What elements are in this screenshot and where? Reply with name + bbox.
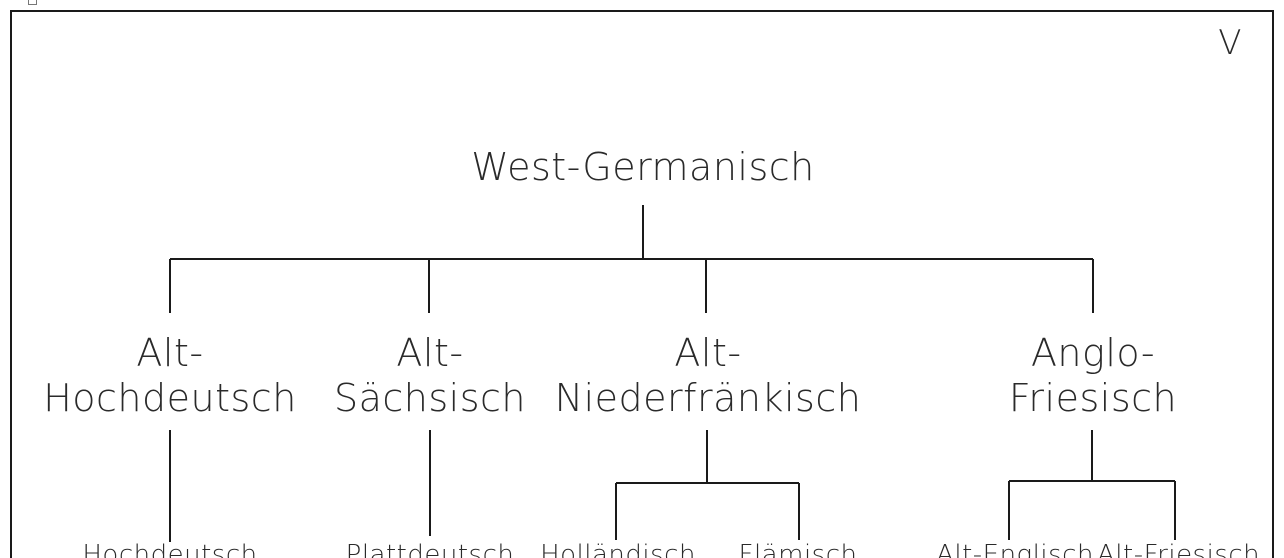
branch-node-alt-hochdeutsch: Alt- Hochdeutsch <box>20 331 320 421</box>
branch-node-alt-niederfraenkisch: Alt- Niederfränkisch <box>548 331 868 421</box>
branch-node-anglo-friesisch: Anglo- Friesisch <box>943 331 1243 421</box>
corner-handle-icon <box>28 0 37 5</box>
branch-node-line1: Alt- <box>396 331 464 375</box>
page-marker: V <box>1218 23 1242 63</box>
branch-node-line2: Sächsisch <box>333 376 526 420</box>
branch-node-line1: Alt- <box>674 331 742 375</box>
leaf-node-hochdeutsch: Hochdeutsch <box>82 540 258 558</box>
branch-node-line2: Niederfränkisch <box>554 376 862 420</box>
branch-node-line1: Alt- <box>136 331 204 375</box>
leaf-node-flaemisch: Flämisch <box>738 540 858 558</box>
leaf-node-hollaendisch: Holländisch <box>540 540 696 558</box>
root-node: West-Germanisch <box>471 145 815 189</box>
leaf-node-alt-englisch: Alt-Englisch <box>936 540 1094 558</box>
branch-node-line2: Friesisch <box>1008 376 1178 420</box>
branch-node-line2: Hochdeutsch <box>43 376 297 420</box>
branch-node-alt-saechsisch: Alt- Sächsisch <box>290 331 570 421</box>
branch-node-line1: Anglo- <box>1030 331 1156 375</box>
leaf-node-alt-friesisch: Alt-Friesisch <box>1097 540 1261 558</box>
leaf-node-plattdeutsch: Plattdeutsch <box>345 540 515 558</box>
diagram-frame <box>10 10 1274 558</box>
